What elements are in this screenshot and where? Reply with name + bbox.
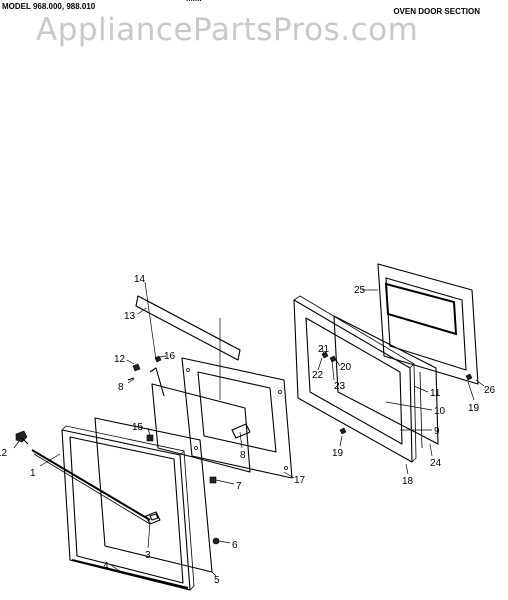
screw-6 — [212, 537, 220, 545]
callout-13: 13 — [124, 311, 136, 322]
callout-26: 26 — [484, 385, 496, 396]
callout-4: 4 — [103, 561, 109, 572]
section-title: OVEN DOOR SECTION — [393, 7, 480, 16]
callout-9: 9 — [434, 426, 440, 437]
callout-16: 16 — [164, 351, 176, 362]
handle-screw — [149, 513, 159, 521]
callout-1: 1 — [30, 468, 36, 479]
handle-end-cap — [15, 430, 29, 445]
glass-retainer — [149, 367, 251, 473]
callout-8-right: 8 — [240, 450, 246, 461]
callout-12-left: 12 — [0, 448, 8, 459]
callout-23: 23 — [334, 381, 346, 392]
screw-19 — [339, 373, 473, 435]
callout-15: 15 — [132, 422, 144, 433]
callout-7: 7 — [236, 481, 242, 492]
callout-labels: 1 12 3 4 5 6 7 8 8 9 10 11 12 13 14 15 1… — [0, 274, 496, 586]
watermark: AppliancePartsPros.com — [36, 12, 419, 48]
leader-lines — [13, 281, 485, 577]
callout-22: 22 — [312, 370, 324, 381]
callout-6: 6 — [232, 540, 238, 551]
callout-12: 12 — [114, 354, 126, 365]
callout-20: 20 — [340, 362, 352, 373]
header-top-mark: ....... — [186, 0, 202, 3]
callout-18: 18 — [402, 476, 414, 487]
callout-19-left: 19 — [332, 448, 344, 459]
inner-glass-pack — [333, 315, 439, 449]
screw-16 — [154, 355, 162, 363]
door-liner — [293, 295, 417, 463]
callout-19-right: 19 — [468, 403, 480, 414]
callout-17: 17 — [294, 475, 306, 486]
callout-25: 25 — [354, 285, 366, 296]
callout-24: 24 — [430, 458, 442, 469]
callout-11: 11 — [430, 388, 441, 399]
door-gasket-frame — [377, 263, 479, 385]
outer-door-panel — [61, 425, 195, 591]
inner-door-panel — [181, 357, 293, 479]
callout-10: 10 — [434, 406, 446, 417]
model-number: MODEL 968.000, 988.010 — [2, 2, 96, 11]
callout-5: 5 — [214, 575, 220, 586]
callout-14: 14 — [134, 274, 146, 285]
callout-21: 21 — [318, 344, 330, 355]
clip-7 — [209, 476, 217, 484]
hinge-bracket — [127, 363, 141, 381]
top-trim-bar — [135, 295, 241, 361]
callout-3: 3 — [145, 550, 151, 561]
callout-8-left: 8 — [118, 382, 124, 393]
door-handle — [31, 449, 161, 525]
